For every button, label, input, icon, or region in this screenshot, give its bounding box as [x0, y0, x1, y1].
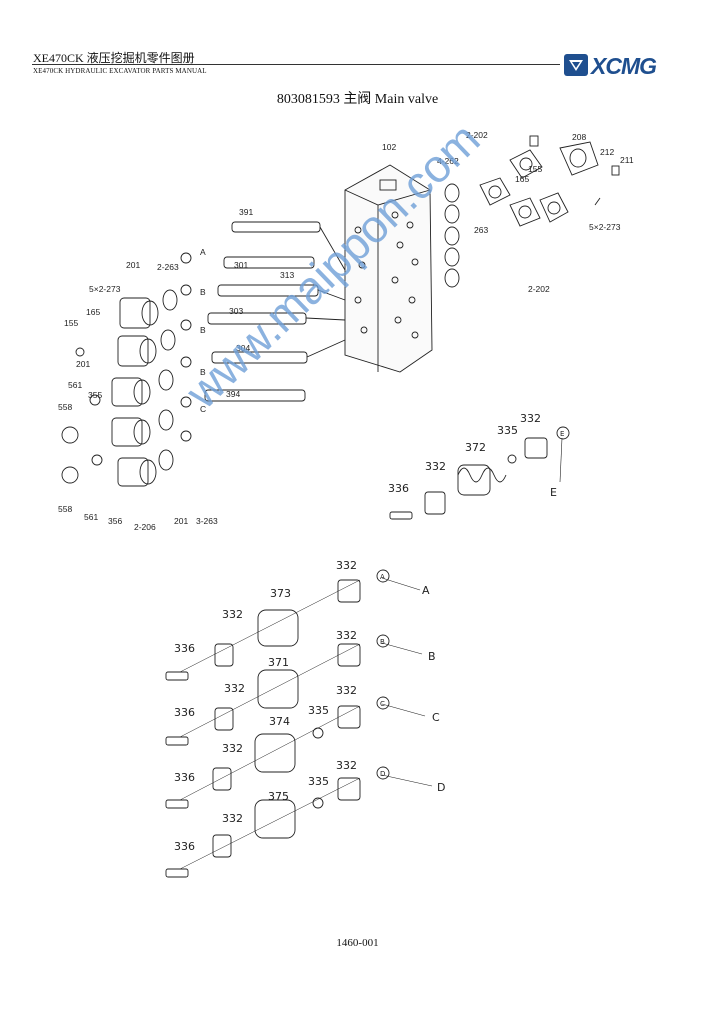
header-rule	[32, 64, 560, 65]
callout-label: 332	[336, 759, 357, 772]
callout-label: 102	[382, 142, 396, 152]
callout-label: D	[437, 781, 445, 794]
callout-label: 332	[520, 412, 541, 425]
callout-label: A	[422, 584, 430, 597]
callout-label: E	[550, 486, 557, 499]
callout-label: 561	[84, 512, 98, 522]
callout-label: 2-263	[157, 262, 179, 272]
callout-label: 558	[58, 402, 72, 412]
callout-label: C	[380, 700, 385, 708]
callout-label: 4-262	[437, 156, 459, 166]
callout-label: D	[380, 770, 385, 778]
callout-label: 373	[270, 587, 291, 600]
right-seals	[444, 135, 620, 288]
callout-label: 303	[229, 306, 243, 316]
callout-label: 335	[308, 775, 329, 788]
callout-label: 201	[174, 516, 188, 526]
callout-label: 304	[236, 343, 250, 353]
callout-label: 2-202	[466, 130, 488, 140]
callout-label: E	[560, 430, 564, 438]
callout-label: 371	[268, 656, 289, 669]
callout-label: 374	[269, 715, 290, 728]
marker-d	[376, 766, 390, 780]
detail-e-assembly	[389, 437, 548, 520]
callout-label: 165	[86, 307, 100, 317]
callout-label: 332	[425, 460, 446, 473]
callout-label: B	[200, 287, 206, 297]
logo-wordmark: XCMG	[589, 53, 657, 78]
callout-label: 201	[126, 260, 140, 270]
callout-label: 332	[336, 629, 357, 642]
valve-body	[344, 164, 433, 373]
xcmg-logo: XCMG	[564, 53, 658, 78]
callout-label: 2-202	[528, 284, 550, 294]
callout-label: C	[200, 404, 206, 414]
callout-label: 335	[497, 424, 518, 437]
manual-subtitle: XE470CK HYDRAULIC EXCAVATOR PARTS MANUAL	[33, 67, 207, 75]
callout-label: 375	[268, 790, 289, 803]
callout-label: 165	[515, 174, 529, 184]
callout-label: 201	[76, 359, 90, 369]
callout-label: 5×2-273	[89, 284, 121, 294]
marker-c	[376, 696, 390, 710]
callout-label: 558	[58, 504, 72, 514]
callout-label: 332	[222, 608, 243, 621]
callout-label: 336	[174, 771, 195, 784]
callout-label: 2-206	[134, 522, 156, 532]
detail-rows	[165, 437, 563, 878]
callout-label: 336	[174, 840, 195, 853]
callout-label: 332	[222, 742, 243, 755]
page-title: 803081593 主阀 Main valve	[276, 92, 439, 107]
callout-label: A	[200, 247, 206, 257]
callout-label: 208	[572, 132, 586, 142]
callout-label: 155	[64, 318, 78, 328]
callout-label: 5×2-273	[589, 222, 621, 232]
callout-label: 263	[474, 225, 488, 235]
manual-title: XE470CK 液压挖掘机零件图册	[33, 51, 195, 65]
spools	[204, 221, 346, 402]
callout-label: 335	[308, 704, 329, 717]
callout-label: 301	[234, 260, 248, 270]
callout-label: 313	[280, 270, 294, 280]
callout-label: B	[380, 638, 385, 646]
marker-a	[376, 569, 390, 583]
callout-label: 332	[224, 682, 245, 695]
marker-e	[556, 426, 570, 440]
callout-label: 155	[528, 164, 542, 174]
callout-label: 356	[108, 516, 122, 526]
callout-label: 561	[68, 380, 82, 390]
page-number: 1460-001	[336, 937, 379, 949]
callout-label: 336	[174, 706, 195, 719]
callout-label: B	[200, 367, 206, 377]
callout-label: 391	[239, 207, 253, 217]
callout-label: A	[380, 573, 385, 581]
callout-label: B	[200, 325, 206, 335]
callout-label: 211	[620, 155, 634, 165]
marker-b	[376, 634, 390, 648]
callout-label: C	[432, 711, 440, 724]
callout-label: 332	[336, 684, 357, 697]
callout-label: 212	[600, 147, 614, 157]
callout-label: B	[428, 650, 436, 663]
callout-label: 332	[336, 559, 357, 572]
callout-label: 355	[88, 390, 102, 400]
callout-label: 336	[174, 642, 195, 655]
callout-label: 336	[388, 482, 409, 495]
callout-label: 332	[222, 812, 243, 825]
left-caps	[61, 289, 178, 487]
callout-label: 394	[226, 389, 240, 399]
callout-label: 3-263	[196, 516, 218, 526]
callout-label: 372	[465, 441, 486, 454]
